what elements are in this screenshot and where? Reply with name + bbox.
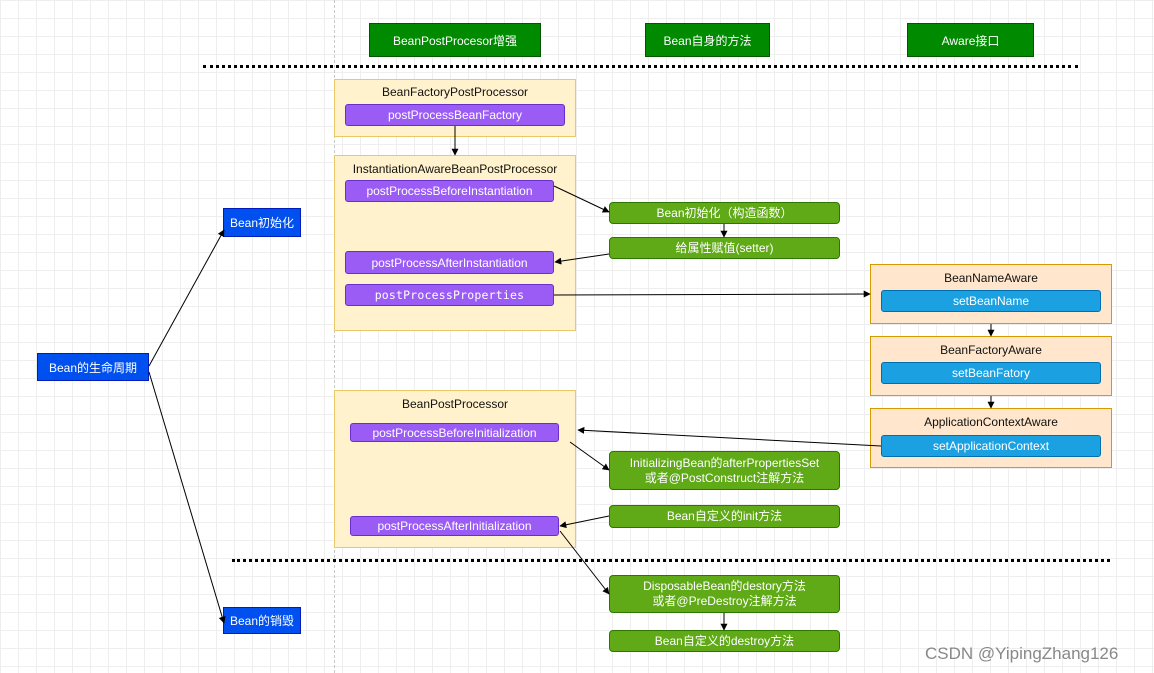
lifecycle-root: Bean的生命周期 bbox=[37, 353, 149, 381]
post-process-properties: postProcessProperties bbox=[345, 284, 554, 306]
bean-name-aware-title: BeanNameAware bbox=[944, 271, 1038, 285]
header-divider bbox=[203, 65, 1078, 68]
arrow-after-init-to-disposable bbox=[559, 530, 610, 595]
post-process-after-initialization: postProcessAfterInitialization bbox=[350, 516, 559, 536]
set-bean-factory: setBeanFatory bbox=[881, 362, 1101, 384]
lifecycle-destroy: Bean的销毁 bbox=[223, 607, 301, 634]
post-process-before-initialization: postProcessBeforeInitialization bbox=[350, 423, 559, 442]
header-self-methods: Bean自身的方法 bbox=[645, 23, 770, 57]
arrow-app-context-to-before-init bbox=[577, 426, 882, 447]
column-divider bbox=[334, 0, 335, 673]
initializing-bean: InitializingBean的afterPropertiesSet 或者@P… bbox=[609, 451, 840, 490]
bean-factory-aware-title: BeanFactoryAware bbox=[940, 343, 1042, 357]
post-process-after-instantiation: postProcessAfterInstantiation bbox=[345, 251, 554, 274]
instantiation-aware-title: InstantiationAwareBeanPostProcessor bbox=[352, 162, 558, 176]
destroy-divider bbox=[232, 559, 1110, 562]
custom-destroy-method: Bean自定义的destroy方法 bbox=[609, 630, 840, 652]
set-application-context: setApplicationContext bbox=[881, 435, 1101, 457]
post-process-bean-factory: postProcessBeanFactory bbox=[345, 104, 565, 126]
custom-init-method: Bean自定义的init方法 bbox=[609, 505, 840, 528]
header-processor: BeanPostProcesor增强 bbox=[369, 23, 541, 57]
arrow-before-inst-to-construct bbox=[553, 185, 610, 213]
arrow-setter-to-after-inst bbox=[554, 253, 610, 265]
arrow-root-to-init bbox=[148, 229, 225, 367]
bean-factory-post-processor-title: BeanFactoryPostProcessor bbox=[381, 85, 529, 99]
arrow-init-method-to-after-init bbox=[559, 515, 610, 529]
bean-constructor: Bean初始化（构造函数） bbox=[609, 202, 840, 224]
disposable-bean: DisposableBean的destory方法 或者@PreDestroy注解… bbox=[609, 575, 840, 613]
application-context-aware-title: ApplicationContextAware bbox=[924, 415, 1058, 429]
bean-post-processor-title: BeanPostProcessor bbox=[401, 397, 509, 411]
arrow-root-to-destroy bbox=[148, 371, 226, 624]
arrow-before-init-to-initializing-bean bbox=[569, 441, 610, 471]
post-process-before-instantiation: postProcessBeforeInstantiation bbox=[345, 180, 554, 202]
arrow-properties-to-bean-name-aware bbox=[553, 290, 871, 298]
csdn-watermark: CSDN @YipingZhang126 bbox=[925, 644, 1119, 663]
header-aware: Aware接口 bbox=[907, 23, 1034, 57]
lifecycle-init: Bean初始化 bbox=[223, 208, 301, 237]
property-setter: 给属性赋值(setter) bbox=[609, 237, 840, 259]
set-bean-name: setBeanName bbox=[881, 290, 1101, 312]
